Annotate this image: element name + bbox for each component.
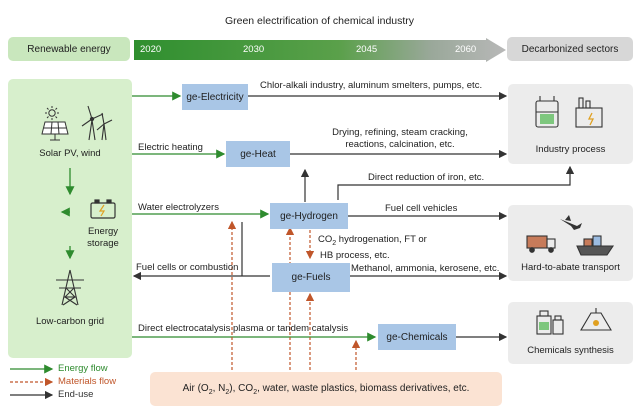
materials-panel	[150, 372, 502, 406]
chemicals-synthesis-label: Chemicals synthesis	[527, 345, 614, 356]
label-co2-hydrogenation: CO2 hydrogenation, FT or HB process, etc…	[318, 234, 427, 261]
transmission-tower-icon	[56, 269, 84, 306]
year-2045: 2045	[356, 44, 378, 55]
industry-process-panel	[508, 84, 633, 164]
node-ge-heat: ge-Heat	[226, 141, 290, 167]
label-water-electrolyzers: Water electrolyzers	[138, 202, 219, 213]
solar-panel-icon	[41, 106, 69, 141]
reactor-icon	[535, 96, 559, 128]
industry-process-label: Industry process	[535, 144, 606, 155]
ship-icon	[576, 235, 615, 256]
node-ge-electricity: ge-Electricity	[182, 84, 248, 110]
chemicals-synthesis-panel	[508, 302, 633, 364]
node-ge-hydrogen: ge-Hydrogen	[270, 203, 348, 229]
legend-energy-flow: Energy flow	[58, 363, 108, 374]
wind-turbine-icon	[81, 105, 113, 141]
renewable-energy-label: Renewable energy	[8, 37, 130, 61]
solar-wind-label: Solar PV, wind	[39, 148, 101, 159]
year-2060: 2060	[455, 44, 477, 55]
decarbonized-sectors-label: Decarbonized sectors	[507, 37, 633, 61]
year-2030: 2030	[243, 44, 265, 55]
legend-end-use: End-use	[58, 389, 94, 400]
node-ge-chemicals: ge-Chemicals	[378, 324, 456, 350]
label-fuel-cell-vehicles: Fuel cell vehicles	[385, 203, 458, 214]
chemical-bottles-icon	[536, 310, 564, 335]
airplane-icon	[560, 215, 582, 230]
label-electric-heating: Electric heating	[138, 142, 203, 153]
factory-icon	[575, 97, 603, 128]
flask-icon	[580, 308, 612, 331]
node-ge-fuels: ge-Fuels	[272, 263, 350, 292]
label-fuel-cells-combustion: Fuel cells or combustion	[136, 262, 239, 273]
arrow-direct-reduction	[337, 165, 575, 200]
materials-label: Air (O2, N2), CO2, water, waste plastics…	[182, 383, 470, 396]
low-carbon-grid-label: Low-carbon grid	[35, 316, 105, 327]
label-drying-refining: Drying, refining, steam cracking,reactio…	[332, 127, 468, 150]
truck-icon	[526, 235, 556, 253]
year-2020: 2020	[140, 44, 162, 55]
legend-materials-flow: Materials flow	[58, 376, 117, 387]
battery-icon	[90, 199, 116, 219]
label-electrocatalysis: Direct electrocatalysis plasma or tandem…	[138, 323, 349, 334]
label-direct-reduction: Direct reduction of iron, etc.	[368, 172, 485, 183]
diagram-title: Green electrification of chemical indust…	[224, 15, 415, 27]
hard-to-abate-transport-label: Hard-to-abate transport	[521, 262, 620, 273]
label-chlor-alkali: Chlor-alkali industry, aluminum smelters…	[260, 80, 483, 91]
label-methanol-ammonia: Methanol, ammonia, kerosene, etc.	[351, 263, 500, 274]
timeline-arrow	[134, 38, 506, 62]
